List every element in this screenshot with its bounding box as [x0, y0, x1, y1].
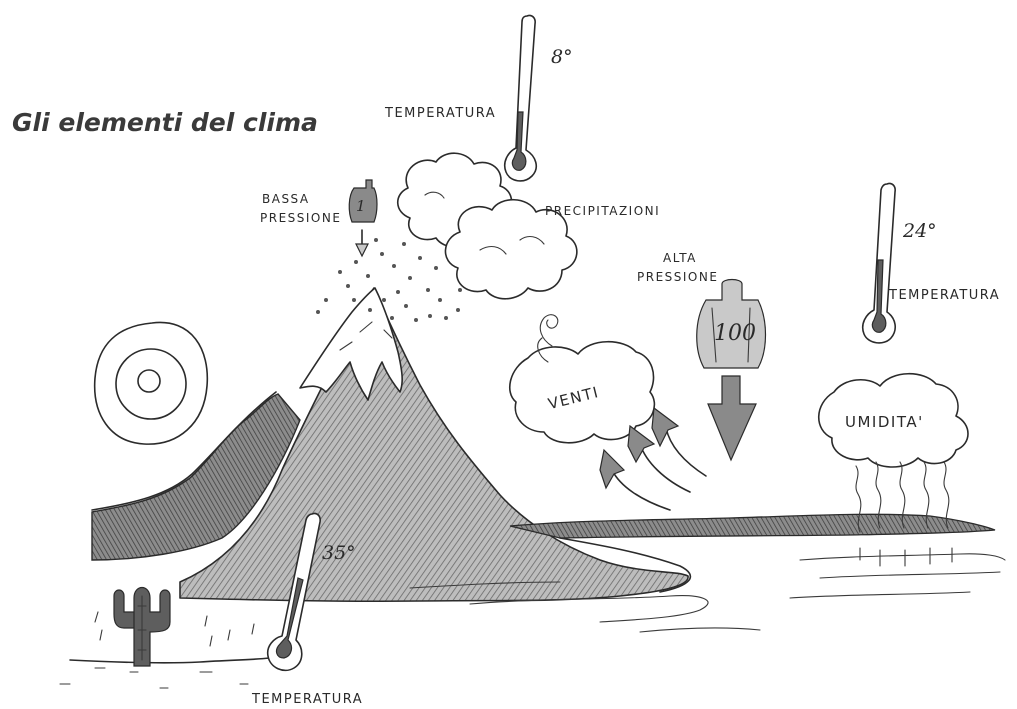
high-pressure-label-line1: ALTA	[663, 251, 697, 265]
low-pressure-label-line1: BASSA	[262, 192, 310, 206]
low-pressure-label-line2: PRESSIONE	[260, 211, 341, 225]
temperature-right-value: 24°	[902, 220, 937, 242]
thermometer-right-icon	[863, 183, 895, 342]
temperature-right-label: TEMPERATURA	[888, 288, 1000, 303]
cactus-icon	[114, 588, 170, 667]
wind-cloud-icon	[510, 315, 655, 443]
temperature-top-value: 8°	[551, 46, 573, 68]
high-pressure-weight-icon	[697, 280, 766, 461]
temperature-bottom-value: 35°	[322, 542, 356, 564]
precipitation-clouds	[398, 153, 577, 299]
diagram-title: Gli elementi del clima	[12, 108, 318, 137]
temperature-top-label: TEMPERATURA	[384, 106, 496, 121]
sun-icon	[95, 322, 208, 444]
plain	[510, 514, 995, 538]
low-pressure-weight-icon	[349, 180, 377, 256]
temperature-bottom-label: TEMPERATURA	[251, 692, 363, 707]
humidity-label: UMIDITA'	[845, 413, 924, 431]
low-pressure-value: 1	[356, 197, 366, 215]
precipitation-label: PRECIPITAZIONI	[545, 204, 660, 218]
high-pressure-label-line2: PRESSIONE	[637, 270, 718, 284]
precipitation-drops	[316, 238, 462, 322]
high-pressure-value: 100	[714, 321, 756, 346]
thermometer-top-icon	[505, 15, 537, 180]
